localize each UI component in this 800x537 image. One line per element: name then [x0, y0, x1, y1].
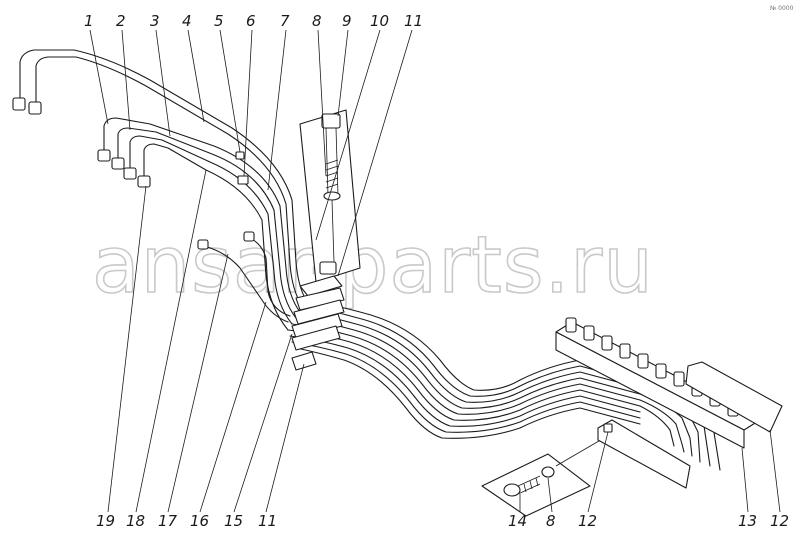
- callout-11-bottom: 11: [258, 512, 277, 530]
- clamp-plate-icon: [291, 313, 343, 339]
- clamp-stack: [291, 261, 345, 371]
- nut-fitting-icon: [197, 239, 209, 250]
- callout-17: 17: [158, 512, 178, 530]
- pipe-long-run: [287, 299, 641, 439]
- nut-fitting-icon: [137, 175, 151, 188]
- callout-10: 10: [370, 12, 389, 30]
- callout-16: 16: [190, 512, 209, 530]
- clamp-nut-icon: [319, 261, 337, 275]
- pipe-outer-1: [19, 49, 307, 301]
- pipe-outer-2: [35, 56, 303, 307]
- bolt-detail-plate: [481, 453, 591, 517]
- nut-fitting-icon: [28, 101, 42, 115]
- nut-fitting-icon: [12, 97, 26, 111]
- callout-1: 1: [84, 12, 94, 30]
- pipe-mid-4: [143, 143, 289, 331]
- bracket-plate: [597, 419, 691, 489]
- callout-2: 2: [116, 12, 126, 30]
- callout-11: 11: [404, 12, 423, 30]
- pipe-short-2: [249, 237, 291, 317]
- pipe-short-1: [203, 245, 289, 323]
- callout-8-bottom: 8: [546, 512, 556, 530]
- watermark: ansar-parts.ru: [92, 221, 654, 311]
- callout-15: 15: [224, 512, 243, 530]
- clamp-bottom-icon: [291, 351, 317, 371]
- clamp-top-icon: [299, 275, 343, 297]
- callout-18: 18: [126, 512, 145, 530]
- callout-9: 9: [342, 12, 352, 30]
- leader-lines: [89, 29, 781, 513]
- callout-8: 8: [312, 12, 322, 30]
- clamp-plate-icon: [295, 287, 345, 311]
- nut-fitting-icon: [111, 157, 125, 170]
- fitting-block-side: [555, 331, 745, 449]
- clamp-plate-icon: [293, 299, 345, 325]
- callout-6: 6: [246, 12, 256, 30]
- mounting-plate: [685, 361, 783, 433]
- callout-7: 7: [280, 12, 290, 30]
- callout-3: 3: [150, 12, 160, 30]
- fitting-block: [555, 317, 783, 449]
- nut-fitting-icon: [97, 149, 111, 162]
- bolt-head-icon: [321, 113, 341, 129]
- corner-mark: № 0000: [770, 5, 794, 12]
- bolt-detail-bottom: [481, 419, 691, 517]
- callout-12-right: 12: [770, 512, 789, 530]
- pipe-fittings: [12, 97, 255, 250]
- callout-5: 5: [214, 12, 224, 30]
- nut-fitting-icon: [123, 167, 137, 180]
- callout-12: 12: [578, 512, 597, 530]
- bolt-detail-top: [299, 109, 361, 283]
- clamp-plate-icon: [291, 325, 341, 351]
- callout-4: 4: [182, 12, 192, 30]
- bolt-head-icon: [503, 483, 521, 497]
- callout-19: 19: [96, 512, 115, 530]
- callout-14: 14: [508, 512, 527, 530]
- callout-13: 13: [738, 512, 757, 530]
- pipe-clip-icon: [235, 151, 245, 160]
- washer-icon: [541, 466, 555, 478]
- nut-fitting-icon: [243, 231, 255, 242]
- pipe-mid-1: [103, 117, 301, 313]
- callout-labels: 1 2 3 4 5 6 7 8 9 10 11 19 18 17 16 15 1…: [84, 12, 789, 530]
- pipe-clip-icon: [237, 175, 249, 185]
- washer-icon: [323, 191, 341, 201]
